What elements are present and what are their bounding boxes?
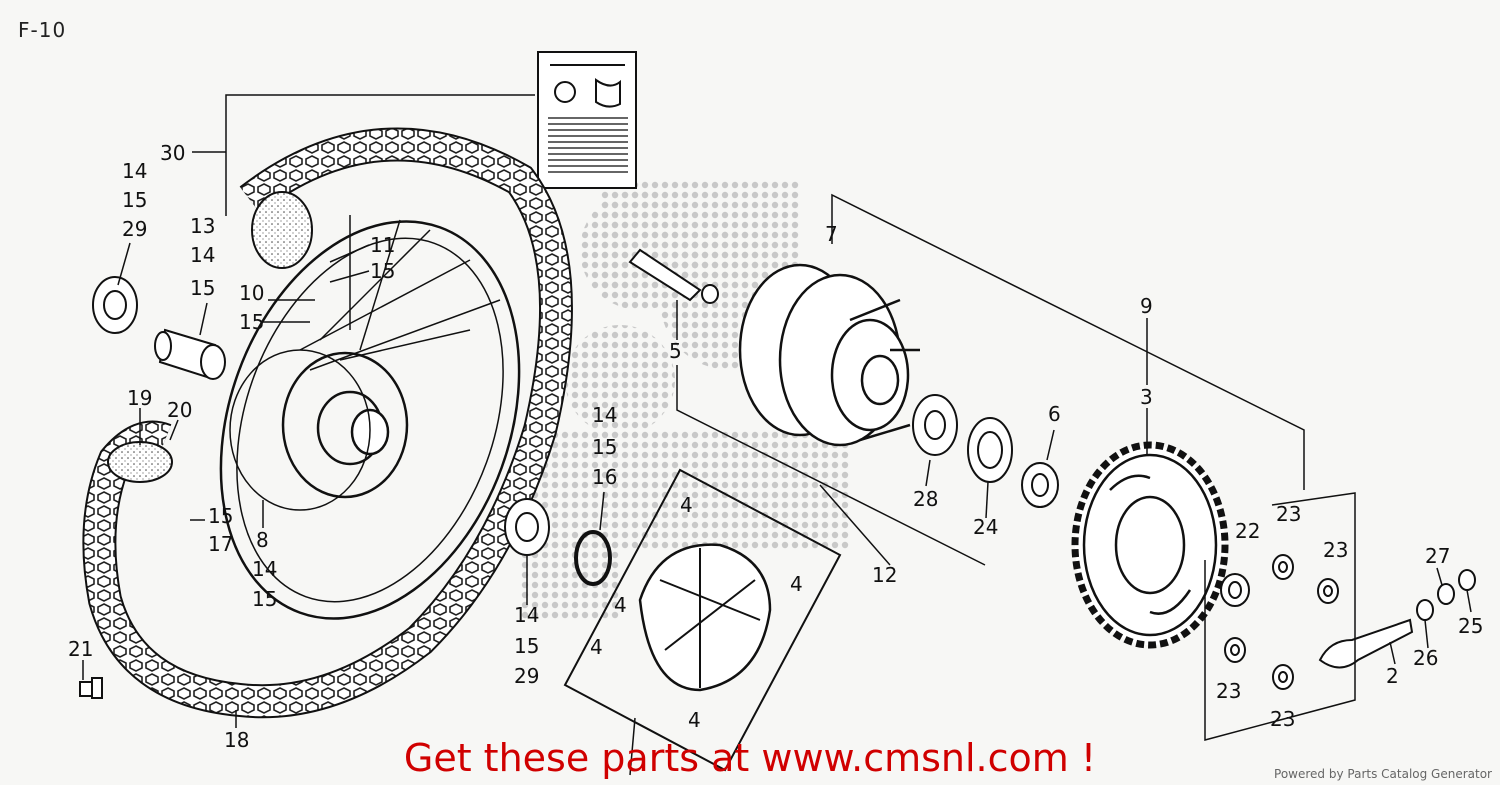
diagram-code: F-10 [18,18,67,42]
callout-14[interactable]: 14 [514,603,539,627]
tire [82,127,573,719]
label-sheet [537,51,637,189]
callout-8[interactable]: 8 [256,528,269,552]
callout-14[interactable]: 14 [252,557,277,581]
callout-17[interactable]: 17 [208,532,233,556]
callout-5[interactable]: 5 [669,339,682,363]
callout-29[interactable]: 29 [122,217,147,241]
hub-drum [738,263,920,447]
callout-16[interactable]: 16 [592,465,617,489]
callout-24[interactable]: 24 [973,515,998,539]
promo-link-text[interactable]: Get these parts at www.cmsnl.com ! [403,736,1097,780]
callout-23[interactable]: 23 [1323,538,1348,562]
bearing-right [504,498,550,556]
callout-14[interactable]: 14 [592,403,617,427]
callout-10[interactable]: 10 [239,281,264,305]
callout-12[interactable]: 12 [872,563,897,587]
callout-23[interactable]: 23 [1276,502,1301,526]
callout-4[interactable]: 4 [614,593,627,617]
distance-collar [1021,462,1059,508]
callout-6[interactable]: 6 [1048,402,1061,426]
callout-4[interactable]: 4 [790,572,803,596]
callout-11[interactable]: 11 [370,233,395,257]
callout-30[interactable]: 30 [160,141,185,165]
oil-seal [967,417,1013,483]
axle-pin [628,248,719,304]
callout-7[interactable]: 7 [825,222,838,246]
callout-29[interactable]: 29 [514,664,539,688]
callout-2[interactable]: 2 [1386,664,1399,688]
powered-by-credit: Powered by Parts Catalog Generator [1274,767,1492,781]
callout-19[interactable]: 19 [127,386,152,410]
leader-lines [82,94,1472,776]
callout-15[interactable]: 15 [370,259,395,283]
callout-15[interactable]: 15 [592,435,617,459]
damper-box [563,468,842,772]
callout-23[interactable]: 23 [1216,679,1241,703]
callout-14[interactable]: 14 [122,159,147,183]
callout-27[interactable]: 27 [1425,544,1450,568]
callout-21[interactable]: 21 [68,637,93,661]
callout-15[interactable]: 15 [252,587,277,611]
callout-4[interactable]: 4 [680,493,693,517]
bearing-left [92,276,138,334]
spacer-collar [154,328,226,380]
callout-14[interactable]: 14 [190,243,215,267]
valve [79,677,103,699]
callout-3[interactable]: 3 [1140,385,1153,409]
callout-18[interactable]: 18 [224,728,249,752]
sprocket [1071,441,1229,649]
callout-25[interactable]: 25 [1458,614,1483,638]
callout-20[interactable]: 20 [167,398,192,422]
callout-4[interactable]: 4 [590,635,603,659]
callout-15[interactable]: 15 [208,504,233,528]
nuts [1220,554,1476,690]
callout-22[interactable]: 22 [1235,519,1260,543]
callout-26[interactable]: 26 [1413,646,1438,670]
callout-15[interactable]: 15 [514,634,539,658]
callout-4[interactable]: 4 [688,708,701,732]
callout-9[interactable]: 9 [1140,294,1153,318]
callout-15[interactable]: 15 [239,310,264,334]
callout-28[interactable]: 28 [913,487,938,511]
callout-13[interactable]: 13 [190,214,215,238]
callout-15[interactable]: 15 [190,276,215,300]
callout-labels: 30 14 15 29 13 14 15 11 15 10 15 19 20 1… [68,141,1483,752]
callout-15[interactable]: 15 [122,188,147,212]
o-ring [574,530,612,586]
wheel-rim [219,215,521,620]
callout-23[interactable]: 23 [1270,707,1295,731]
hub-bearing [912,394,958,456]
